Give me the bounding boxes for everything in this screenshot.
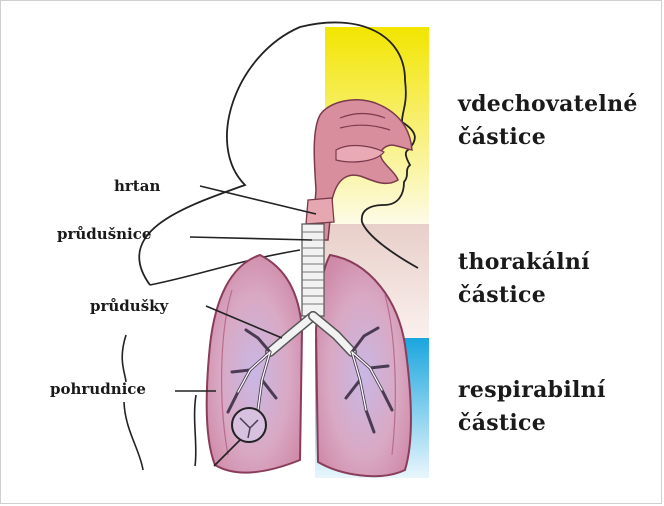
category-inhalable-line1: vdechovatelné [458,88,638,121]
category-respirable: respirabilní částice [458,374,606,440]
label-prudusnice: průdušnice [57,225,151,243]
leader-prudusnice [190,237,312,240]
body-outline-left [122,335,143,470]
category-inhalable-line2: částice [458,121,638,154]
category-respirable-line1: respirabilní [458,374,606,407]
alveoli-magnifier [232,408,266,442]
category-thoracic: thorakální částice [458,246,590,312]
larynx [306,198,334,224]
trachea [302,224,324,316]
category-thoracic-line1: thorakální [458,246,590,279]
leader-hrtan [200,186,316,214]
category-respirable-line2: částice [458,407,606,440]
category-inhalable: vdechovatelné částice [458,88,638,154]
label-hrtan: hrtan [114,177,160,195]
label-pohrudnice: pohrudnice [50,380,146,398]
body-outline-inner [195,395,196,466]
label-prudusky: průdušky [90,297,168,315]
category-thoracic-line2: částice [458,279,590,312]
